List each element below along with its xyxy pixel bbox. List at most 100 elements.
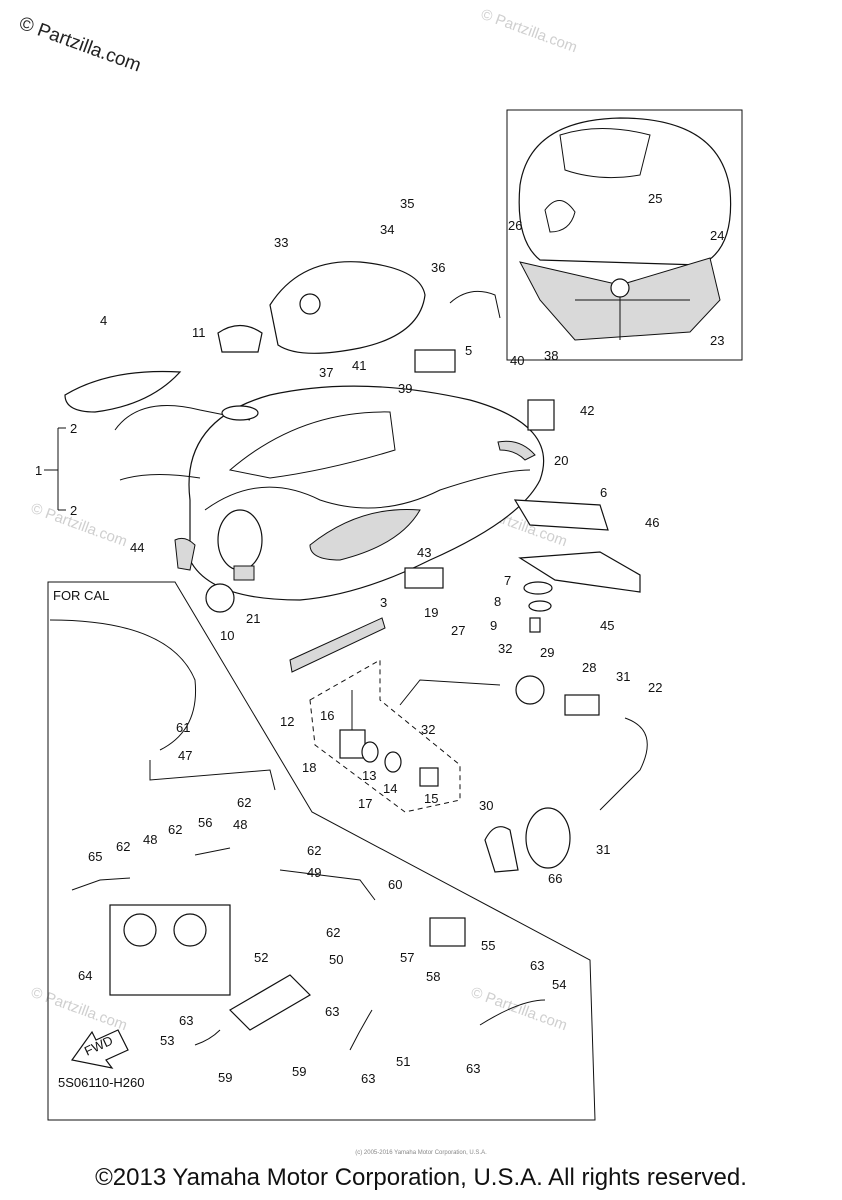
callout-10: 10 xyxy=(220,628,234,643)
hose-53 xyxy=(194,1029,221,1046)
washer-8 xyxy=(528,600,552,612)
callout-62: 62 xyxy=(116,839,130,854)
callout-29: 29 xyxy=(540,645,554,660)
damper-10 xyxy=(205,583,235,613)
tank-side-cover xyxy=(217,509,263,571)
callout-62: 62 xyxy=(307,843,321,858)
callout-48: 48 xyxy=(233,817,247,832)
bracket-30 xyxy=(484,826,519,873)
diagram-code: 5S06110-H260 xyxy=(58,1075,145,1090)
tank-console-33 xyxy=(269,261,426,354)
callout-63: 63 xyxy=(530,958,544,973)
label-43 xyxy=(404,567,444,589)
tank-top-view xyxy=(518,117,732,266)
callout-45: 45 xyxy=(600,618,614,633)
fuel-cap-11 xyxy=(217,324,263,353)
callout-2: 2 xyxy=(70,503,77,518)
callout-52: 52 xyxy=(254,950,268,965)
callout-62: 62 xyxy=(237,795,251,810)
hose-54 xyxy=(479,999,546,1026)
callout-63: 63 xyxy=(361,1071,375,1086)
callout-39: 39 xyxy=(398,381,412,396)
tank-tunnel xyxy=(228,411,396,479)
callout-24: 24 xyxy=(710,228,724,243)
callout-42: 42 xyxy=(580,403,594,418)
damper-7 xyxy=(523,581,553,595)
callout-51: 51 xyxy=(396,1054,410,1069)
callout-63: 63 xyxy=(325,1004,339,1019)
callout-31: 31 xyxy=(616,669,630,684)
callout-16: 16 xyxy=(320,708,334,723)
callout-12: 12 xyxy=(280,714,294,729)
callout-40: 40 xyxy=(510,353,524,368)
bracket-6 xyxy=(513,499,609,531)
callout-9: 9 xyxy=(490,618,497,633)
label-42 xyxy=(527,399,555,431)
callout-36: 36 xyxy=(431,260,445,275)
hose-51 xyxy=(349,1009,373,1051)
callout-2: 2 xyxy=(70,421,77,436)
callout-33: 33 xyxy=(274,235,288,250)
callout-20: 20 xyxy=(554,453,568,468)
callout-4: 4 xyxy=(100,313,107,328)
fuel-cock-group-box xyxy=(309,659,461,813)
callout-17: 17 xyxy=(358,796,372,811)
callout-46: 46 xyxy=(645,515,659,530)
callout-27: 27 xyxy=(451,623,465,638)
fuel-filter-28 xyxy=(564,694,600,716)
callout-35: 35 xyxy=(400,196,414,211)
callout-43: 43 xyxy=(417,545,431,560)
callout-47: 47 xyxy=(178,748,192,763)
callout-32: 32 xyxy=(498,641,512,656)
callout-63: 63 xyxy=(179,1013,193,1028)
callout-61: 61 xyxy=(176,720,190,735)
callout-59: 59 xyxy=(292,1064,306,1079)
fuel-cock-12 xyxy=(339,729,366,759)
callout-26: 26 xyxy=(508,218,522,233)
hose-27 xyxy=(399,679,501,706)
callout-5: 5 xyxy=(465,343,472,358)
fuel-pump-66 xyxy=(525,807,571,869)
callout-3: 3 xyxy=(380,595,387,610)
callout-13: 13 xyxy=(362,768,376,783)
callout-55: 55 xyxy=(481,938,495,953)
emblem-4 xyxy=(64,370,182,413)
bracket-45 xyxy=(518,551,641,593)
callout-59: 59 xyxy=(218,1070,232,1085)
inset-box-tank-top xyxy=(506,109,743,361)
tank-emblem-3 xyxy=(309,508,421,561)
callout-64: 64 xyxy=(78,968,92,983)
callout-15: 15 xyxy=(424,791,438,806)
fuel-tank xyxy=(188,385,545,601)
hose-22 xyxy=(599,717,648,811)
bolt-9 xyxy=(529,617,541,633)
callout-53: 53 xyxy=(160,1033,174,1048)
for-cal-label: FOR CAL xyxy=(53,588,109,603)
callout-58: 58 xyxy=(426,969,440,984)
callout-34: 34 xyxy=(380,222,394,237)
bracket-36 xyxy=(449,290,501,319)
hose-65 xyxy=(71,877,131,891)
callout-54: 54 xyxy=(552,977,566,992)
callout-38: 38 xyxy=(544,348,558,363)
callout-60: 60 xyxy=(388,877,402,892)
damper-20 xyxy=(497,440,536,461)
callout-21: 21 xyxy=(246,611,260,626)
callout-23: 23 xyxy=(710,333,724,348)
solenoid-55 xyxy=(429,917,466,947)
fwd-arrow xyxy=(70,1029,129,1069)
callout-41: 41 xyxy=(352,358,366,373)
callout-30: 30 xyxy=(479,798,493,813)
callout-31: 31 xyxy=(596,842,610,857)
watermark-repeat: © Partzilla.com xyxy=(29,500,130,551)
strip-19 xyxy=(289,617,386,673)
copyright-footer: ©2013 Yamaha Motor Corporation, U.S.A. A… xyxy=(95,1164,747,1191)
canister-52 xyxy=(229,974,311,1031)
callout-14: 14 xyxy=(383,781,397,796)
callout-48: 48 xyxy=(143,832,157,847)
part-29 xyxy=(515,675,545,705)
callout-18: 18 xyxy=(302,760,316,775)
damper-21 xyxy=(233,565,255,581)
callout-11: 11 xyxy=(192,325,206,340)
callout-63: 63 xyxy=(466,1061,480,1076)
